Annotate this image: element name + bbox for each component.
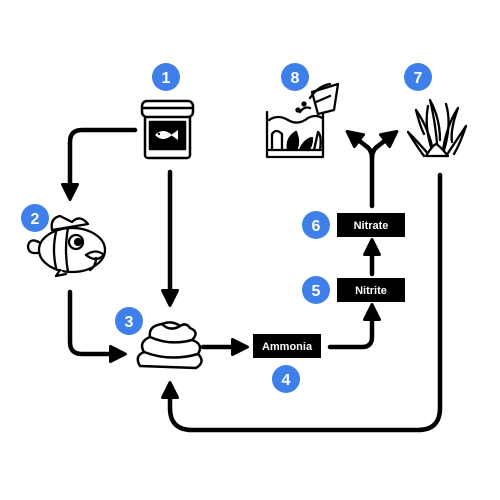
step-badge-8: 8 bbox=[281, 63, 309, 91]
step-number: 2 bbox=[31, 211, 40, 228]
arrow-nitrate-split bbox=[345, 129, 375, 209]
fish-food-jar-icon bbox=[140, 99, 195, 160]
step-badge-4: 4 bbox=[272, 365, 300, 393]
step-badge-2: 2 bbox=[21, 204, 49, 232]
step-number: 6 bbox=[312, 218, 321, 235]
step-number: 1 bbox=[162, 70, 171, 87]
arrow-food-to-fish bbox=[61, 127, 138, 201]
arrow-plants-to-waste bbox=[161, 172, 443, 433]
arrow-ammonia-to-nitrite bbox=[327, 303, 381, 350]
step-badge-1: 1 bbox=[152, 63, 180, 91]
step-number: 5 bbox=[312, 283, 321, 300]
flow-arrows bbox=[61, 127, 443, 433]
step-badge-3: 3 bbox=[115, 307, 143, 335]
step-badge-5: 5 bbox=[302, 276, 330, 304]
step-number: 7 bbox=[414, 70, 423, 87]
waste-pile-icon bbox=[136, 321, 203, 370]
nitrate-box: Nitrate bbox=[337, 213, 405, 237]
arrow-fish-to-waste bbox=[67, 289, 127, 363]
step-number: 3 bbox=[125, 314, 134, 331]
step-number: 8 bbox=[291, 70, 300, 87]
water-change-bucket-icon bbox=[265, 82, 340, 159]
fish-icon bbox=[26, 214, 107, 278]
step-number: 4 bbox=[282, 372, 291, 389]
step-badge-6: 6 bbox=[302, 211, 330, 239]
nitrite-label: Nitrite bbox=[355, 285, 387, 297]
aquatic-plant-icon bbox=[406, 98, 468, 158]
ammonia-box: Ammonia bbox=[253, 334, 321, 358]
arrow-nitrate-split-right bbox=[369, 129, 399, 161]
nitrite-box: Nitrite bbox=[337, 278, 405, 302]
step-badge-7: 7 bbox=[404, 63, 432, 91]
nitrate-label: Nitrate bbox=[354, 220, 389, 232]
ammonia-label: Ammonia bbox=[262, 341, 313, 353]
